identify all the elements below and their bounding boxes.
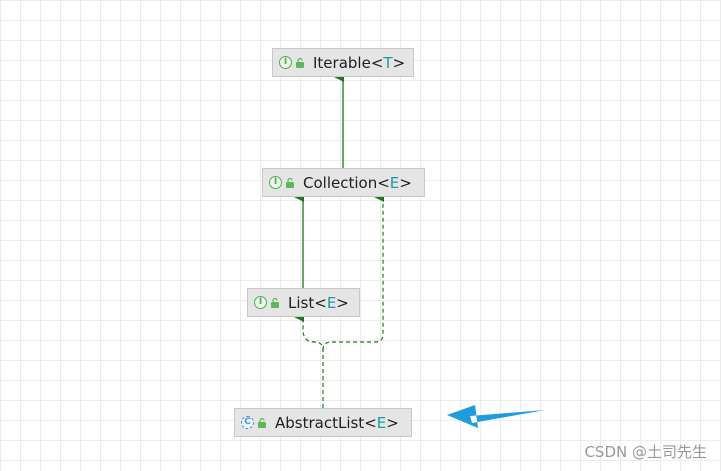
class-name: Collection — [303, 173, 378, 192]
lock-icon — [296, 57, 304, 68]
class-name: AbstractList — [275, 413, 365, 432]
angle-open: < — [370, 53, 384, 72]
pointer-arrow — [447, 405, 545, 428]
watermark: CSDN @土司先生 — [584, 443, 707, 461]
angle-close: > — [336, 293, 349, 312]
edge-abstractlist-to-list — [294, 312, 324, 408]
interface-icon: I — [269, 176, 282, 189]
angle-close: > — [399, 173, 412, 192]
type-parameter: E — [376, 413, 387, 432]
type-parameter: T — [383, 53, 393, 72]
node-collection[interactable]: I Collection<E> — [262, 168, 425, 197]
type-parameter: E — [389, 173, 400, 192]
angle-open: < — [377, 173, 390, 192]
lock-icon — [271, 297, 279, 308]
lock-icon — [258, 417, 266, 428]
lock-icon — [286, 177, 294, 188]
type-parameter: E — [326, 293, 337, 312]
node-abstractlist[interactable]: C AbstractList<E> — [234, 408, 412, 437]
interface-icon: I — [254, 296, 267, 309]
abstract-class-icon: C — [241, 416, 254, 429]
angle-open: < — [364, 413, 377, 432]
angle-open: < — [314, 293, 327, 312]
node-iterable[interactable]: I Iterable<T> — [272, 48, 414, 77]
angle-close: > — [386, 413, 399, 432]
class-name: List — [288, 293, 315, 312]
angle-close: > — [392, 53, 406, 72]
class-name: Iterable — [313, 53, 371, 72]
interface-icon: I — [279, 56, 292, 69]
edge-abstractlist-to-collection — [322, 192, 384, 351]
node-list[interactable]: I List<E> — [247, 288, 360, 317]
